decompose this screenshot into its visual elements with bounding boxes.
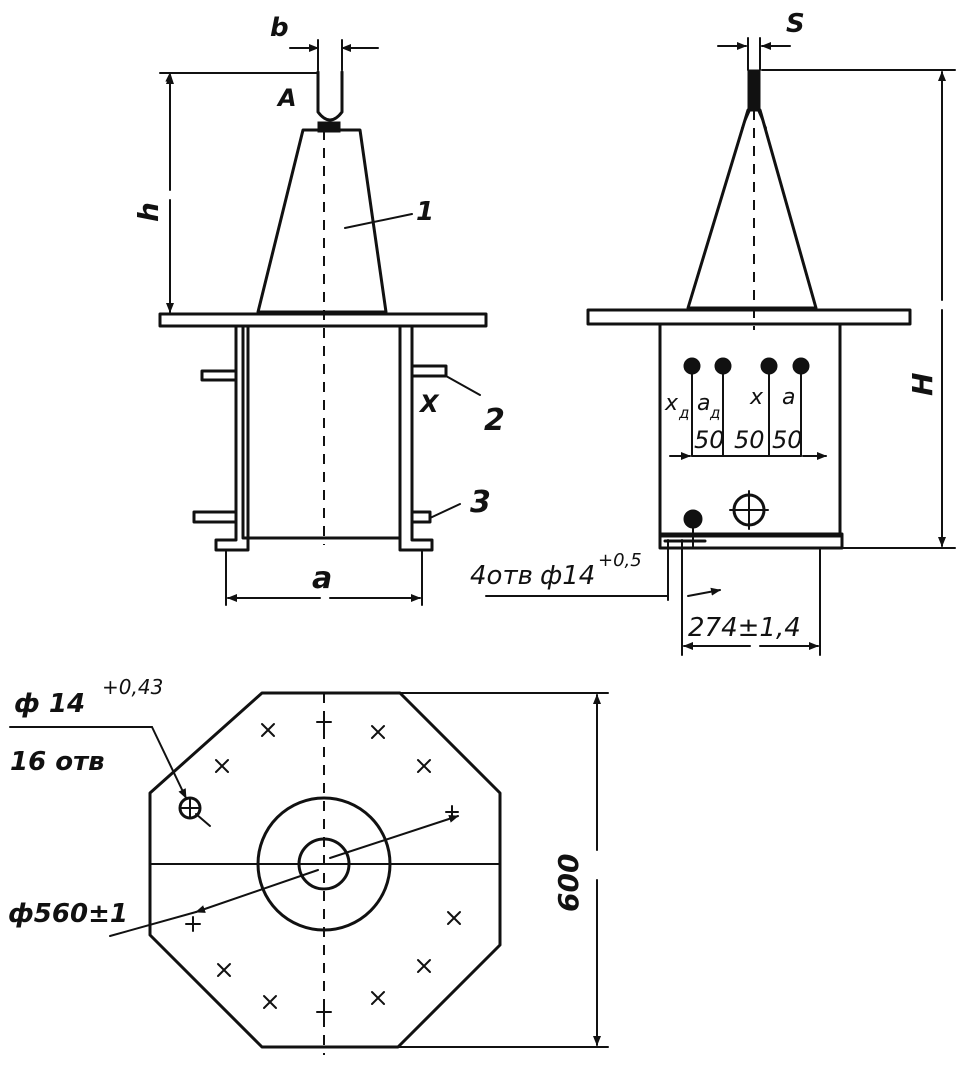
bushing-hole-circle bbox=[297, 837, 351, 891]
terminal-label-3: x bbox=[749, 385, 764, 410]
terminal-xd bbox=[683, 357, 701, 375]
terminal-a bbox=[792, 357, 810, 375]
terminal-ad bbox=[714, 357, 732, 375]
callout-hole-cross bbox=[179, 797, 211, 827]
hole-mark bbox=[417, 959, 431, 973]
hole-mark bbox=[185, 916, 201, 932]
hole-mark bbox=[215, 759, 229, 773]
label-h: h bbox=[132, 202, 165, 222]
bolt-circle-arrow-left bbox=[195, 869, 319, 913]
bolt-right-upper bbox=[410, 364, 448, 378]
bolt-right-lower bbox=[410, 510, 432, 524]
holes-arrow bbox=[687, 587, 721, 597]
hole-mark bbox=[371, 991, 385, 1005]
side-cone-neck bbox=[741, 109, 767, 129]
label-A: A bbox=[276, 84, 297, 112]
bolt-circle-arrow-right bbox=[329, 815, 459, 859]
hole-mark bbox=[316, 1004, 332, 1020]
label-S: S bbox=[786, 9, 805, 39]
holes-dia: ф14 bbox=[540, 561, 595, 591]
dim-h-arrow-top-helper bbox=[165, 72, 174, 83]
side-insulator-cone bbox=[686, 108, 818, 310]
dim-274-label: 274±1,4 bbox=[688, 613, 801, 643]
label-b: b bbox=[270, 13, 289, 43]
spacing-2: 50 bbox=[734, 426, 765, 454]
terminal-label-1: x bbox=[664, 391, 679, 416]
octagon-flange bbox=[148, 691, 502, 1049]
ground-terminal bbox=[683, 509, 703, 529]
leader-1 bbox=[344, 213, 413, 229]
spacing-3: 50 bbox=[772, 426, 803, 454]
side-flange bbox=[586, 308, 912, 326]
side-base bbox=[658, 532, 844, 550]
tank-body bbox=[241, 324, 402, 540]
label-2: 2 bbox=[484, 403, 505, 438]
bolt-circle-label: ф560±1 bbox=[8, 899, 128, 929]
label-X: X bbox=[418, 390, 440, 418]
terminal-label-2: a bbox=[697, 391, 710, 416]
side-view: x д a д x a 50 50 50 S H 4отв ф14 +0,5 bbox=[470, 9, 956, 656]
top-terminal-loop bbox=[316, 70, 344, 122]
hole-mark bbox=[261, 723, 275, 737]
terminal-label-4: a bbox=[782, 385, 795, 410]
label-1: 1 bbox=[416, 197, 434, 227]
hole-callout-arrow bbox=[151, 726, 187, 799]
holes-tol: +0,5 bbox=[598, 550, 642, 571]
front-view: b A h 1 X 2 3 a bbox=[132, 13, 505, 606]
terminal-sub-2: д bbox=[709, 404, 720, 422]
terminal-x bbox=[760, 357, 778, 375]
hole-mark bbox=[316, 714, 332, 730]
label-H: H bbox=[906, 373, 939, 396]
side-terminal bbox=[747, 69, 761, 111]
leader-2 bbox=[445, 375, 481, 396]
bolt-circle-leader bbox=[109, 911, 197, 937]
label-a: a bbox=[312, 561, 332, 596]
hole-tol-label: +0,43 bbox=[102, 675, 163, 699]
hole-markers bbox=[185, 714, 461, 1020]
label-3: 3 bbox=[470, 485, 491, 520]
hole-dia-label: ф 14 bbox=[14, 689, 85, 719]
bushing-seat-circle bbox=[256, 796, 392, 932]
terminal-cap bbox=[317, 121, 341, 133]
hole-mark bbox=[447, 911, 461, 925]
dim-600-label: 600 bbox=[552, 854, 585, 912]
hole-mark bbox=[217, 963, 231, 977]
leader-3 bbox=[429, 503, 461, 519]
holes-note: 4отв bbox=[470, 561, 533, 591]
hole-mark bbox=[263, 995, 277, 1009]
plan-view: ф 14 +0,43 16 отв ф560±1 600 bbox=[8, 675, 609, 1055]
side-tank bbox=[658, 322, 842, 538]
insulator-cone bbox=[256, 128, 388, 314]
hole-mark bbox=[417, 759, 431, 773]
hole-mark bbox=[371, 725, 385, 739]
left-support bbox=[214, 324, 250, 552]
right-support bbox=[398, 324, 434, 552]
hole-count-label: 16 отв bbox=[10, 747, 105, 777]
spacing-1: 50 bbox=[694, 426, 725, 454]
bolt-left-upper bbox=[200, 369, 238, 382]
terminal-sub-1: д bbox=[678, 404, 689, 422]
bolt-left-lower bbox=[192, 510, 238, 524]
